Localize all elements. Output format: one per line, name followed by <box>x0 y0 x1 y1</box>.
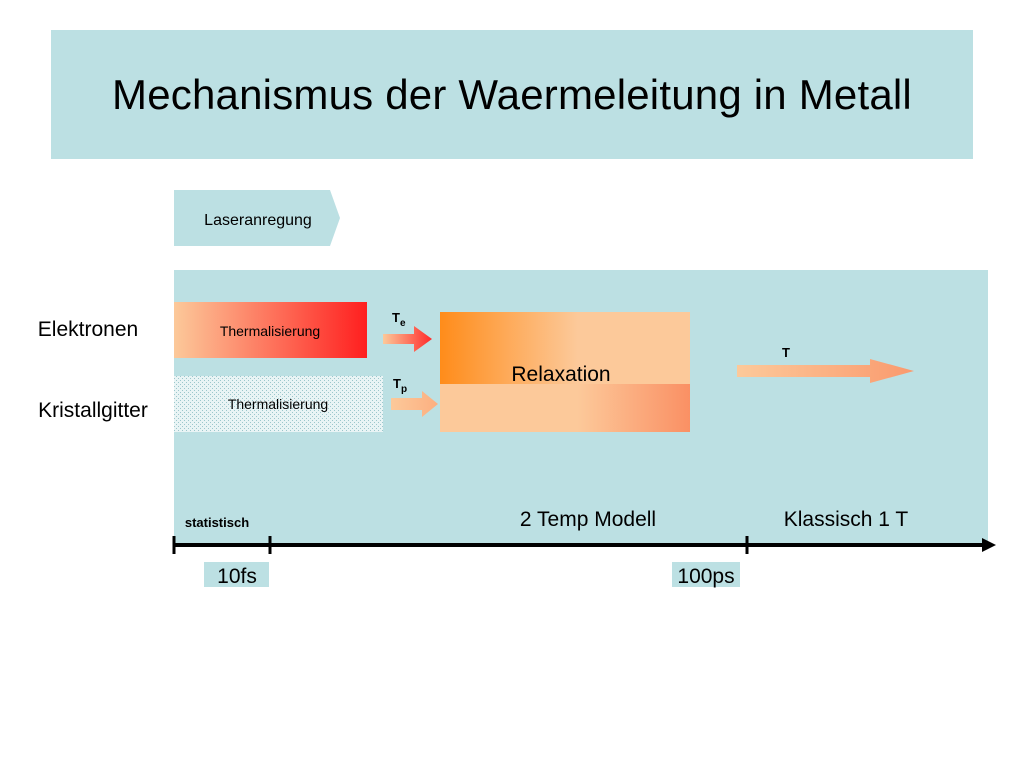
laser-excitation-label: Laseranregung <box>204 212 312 229</box>
regime-classical-label: Klassisch 1 T <box>784 508 909 531</box>
temperature-arrow <box>737 359 914 383</box>
relaxation-label: Relaxation <box>511 363 610 386</box>
row-label-electrons: Elektronen <box>38 318 138 341</box>
relaxation-electron-part <box>440 312 690 384</box>
tick-100ps-background <box>672 562 740 587</box>
laser-excitation-shape <box>174 190 340 246</box>
regime-two-temp-label: 2 Temp Modell <box>520 508 656 531</box>
time-axis-arrowhead <box>982 538 996 552</box>
electron-thermalisation-box <box>174 302 367 358</box>
regime-statistical-label: statistisch <box>185 515 249 530</box>
electron-temperature-label: Te <box>392 310 406 329</box>
title-banner: Mechanismus der Waermeleitung in Metall <box>51 30 973 159</box>
relaxation-lattice-part <box>440 384 690 432</box>
electron-temperature-arrow <box>383 326 432 352</box>
lattice-thermalisation-label: Thermalisierung <box>228 396 328 412</box>
lattice-temperature-label: Tp <box>393 376 407 395</box>
electron-thermalisation-label: Thermalisierung <box>220 323 320 339</box>
temperature-label: T <box>782 345 790 360</box>
tick-10fs-label: 10fs <box>217 565 257 588</box>
tick-10fs-background <box>204 562 269 587</box>
lattice-temperature-arrow <box>391 391 438 417</box>
tick-100ps-label: 100ps <box>677 565 734 588</box>
lattice-thermalisation-box <box>174 376 383 432</box>
row-label-lattice: Kristallgitter <box>38 399 148 422</box>
page-title: Mechanismus der Waermeleitung in Metall <box>112 70 912 118</box>
